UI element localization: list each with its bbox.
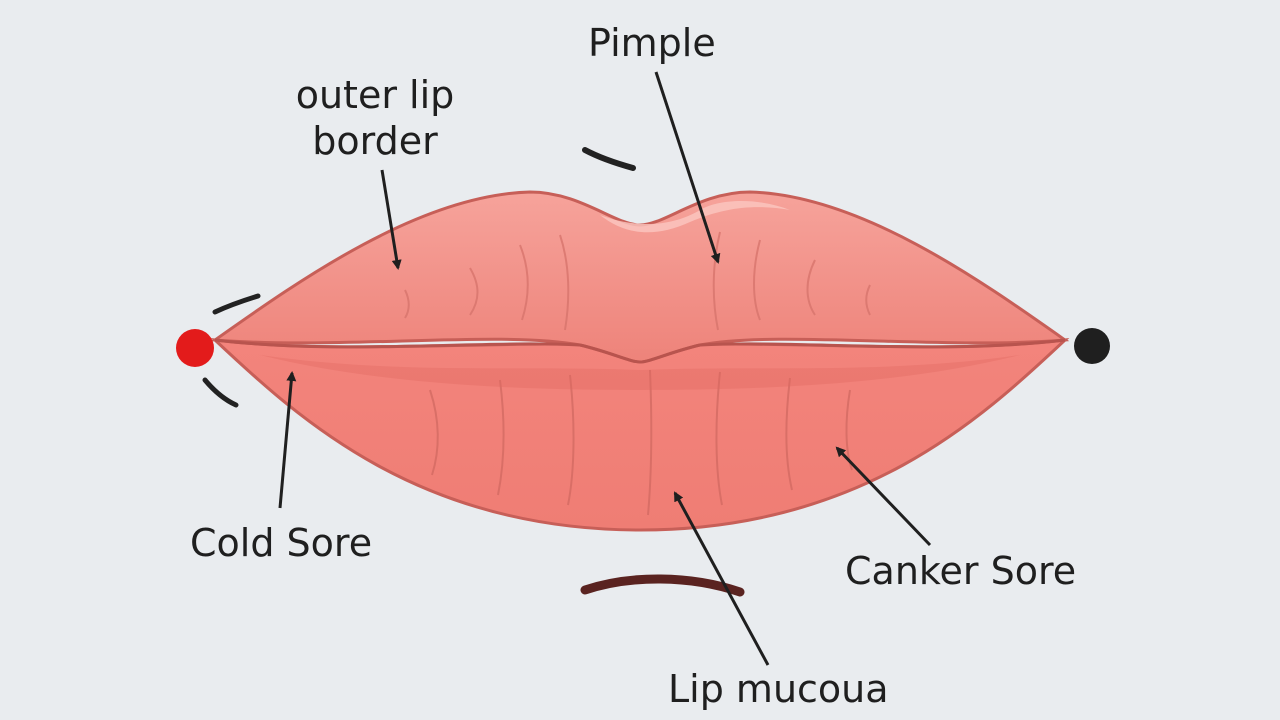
pimple-label: Pimple — [588, 21, 716, 65]
upper-lip-highlight — [600, 201, 790, 233]
upper-lip — [210, 190, 1070, 364]
stroke-mark-left-top — [212, 293, 261, 315]
outer-lip-border-label-line2: border — [312, 119, 438, 163]
lip-seam — [214, 338, 1066, 364]
lower-lip-shadow — [260, 355, 1020, 390]
upper-lip-texture — [404, 231, 871, 331]
canker-sore-arrow — [835, 446, 932, 547]
outer-lip-border-arrow — [380, 169, 402, 270]
cold-sore-label: Cold Sore — [190, 521, 373, 565]
lip-mucosa-arrow — [673, 491, 770, 666]
cold-sore-arrow — [278, 371, 297, 509]
lip-mucosa-label: Lip mucoua — [668, 667, 889, 711]
lower-lip-texture — [429, 369, 853, 516]
canker-sore-label: Canker Sore — [845, 549, 1077, 593]
stroke-mark-left-bottom — [202, 377, 239, 408]
stroke-mark-bottom — [580, 574, 745, 597]
outer-lip-border-label: outer lip border — [280, 72, 470, 164]
stroke-mark-top — [582, 147, 636, 171]
corner-marker-right — [1074, 328, 1110, 364]
pimple-arrow — [654, 71, 721, 264]
cold-sore-marker — [176, 329, 214, 367]
outer-lip-border-label-line1: outer lip — [295, 73, 455, 117]
